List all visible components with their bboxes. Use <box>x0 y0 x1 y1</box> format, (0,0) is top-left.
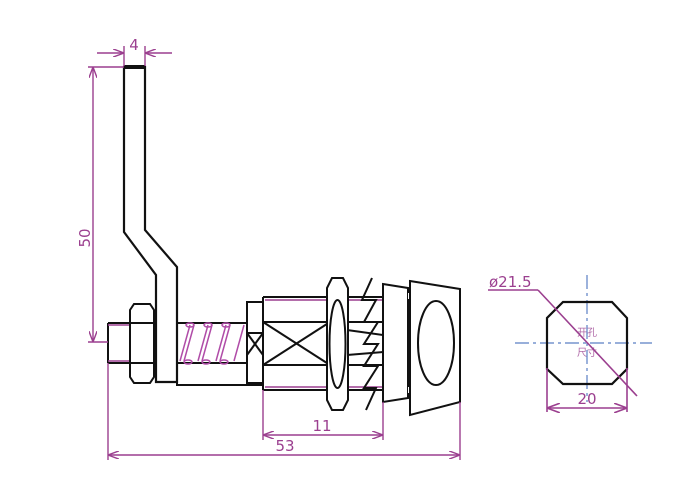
dimension-overall-length <box>107 363 461 460</box>
thread-break <box>360 277 380 411</box>
shaft-collar <box>246 301 264 384</box>
dimension-label-50: 50 <box>76 228 94 247</box>
dimension-label-20: 20 <box>577 390 596 408</box>
mounting-nut <box>326 277 349 411</box>
dimension-lever-height <box>88 66 124 343</box>
shaft-highlight <box>108 324 130 362</box>
dimension-body-length <box>262 390 384 440</box>
dimension-lever-width <box>97 46 172 66</box>
keyway-face <box>417 300 455 386</box>
dimension-label-4: 4 <box>129 36 139 54</box>
cutout-note-line1: 开孔 <box>577 327 597 339</box>
hex-nut <box>129 303 155 384</box>
spring <box>179 322 245 365</box>
panel-cutout-centerlines <box>515 275 652 402</box>
dimension-cutout-width <box>546 368 628 412</box>
cutout-note-line2: 尺寸 <box>577 346 597 359</box>
dimension-label-53: 53 <box>275 437 294 455</box>
dimension-label-11: 11 <box>312 417 331 435</box>
flange <box>382 282 413 404</box>
panel-cutout-outline <box>545 300 629 386</box>
dimension-cutout-diameter <box>488 289 638 397</box>
lock-head <box>409 279 461 417</box>
dimension-label-diameter: ø21.5 <box>489 273 532 291</box>
lock-body <box>262 296 384 391</box>
